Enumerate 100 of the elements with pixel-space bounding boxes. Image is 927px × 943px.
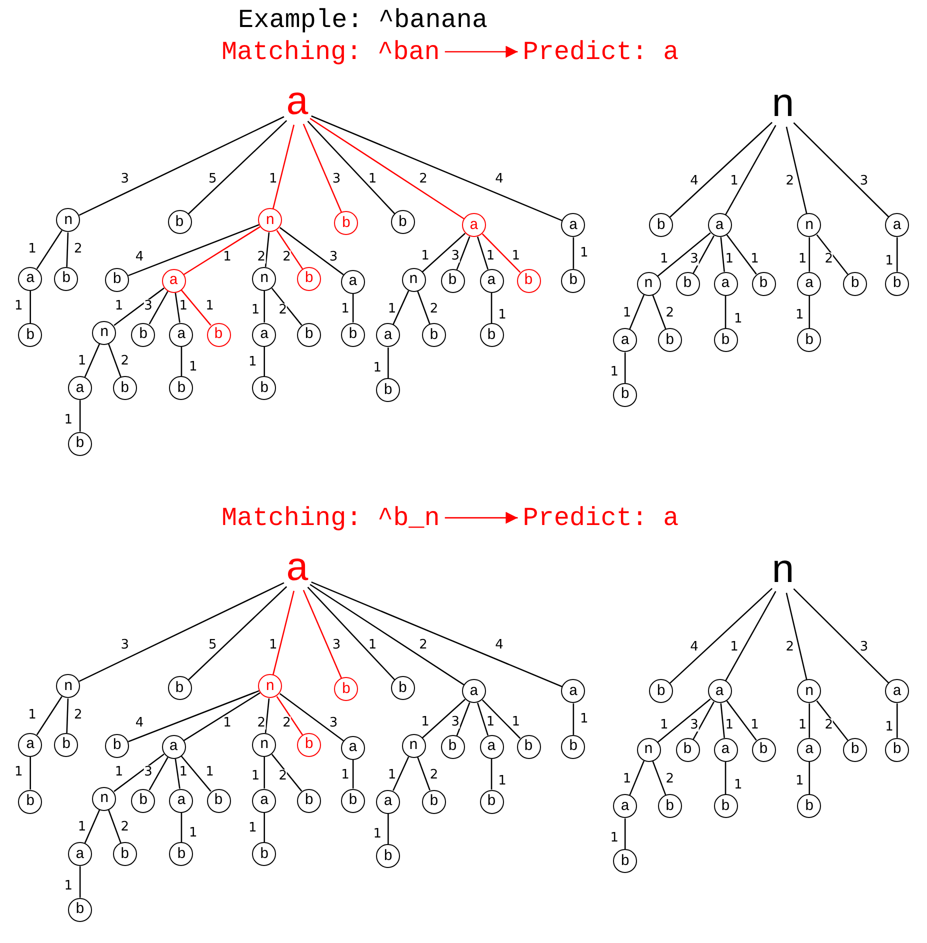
tree-node: a [708,213,732,238]
tree-edge [786,592,808,680]
edge-label: 3 [332,172,341,185]
tree-node: b [168,210,192,234]
tree-node: b [440,734,465,759]
tree-edge [816,234,848,275]
tree-edge [108,344,122,378]
edge-label: 5 [208,172,217,185]
tree-edge [808,762,810,794]
edge-label: 2 [74,242,82,256]
tree-edge [422,698,466,738]
tree-node: b [169,842,194,866]
tree-edge [786,126,808,214]
heading-text: Example: ^banana [238,6,488,33]
edge-label: 1 [734,778,742,792]
tree-node: b [168,676,192,700]
tree-node: b [54,732,78,757]
tree-edge [572,703,574,735]
tree-edge [271,754,302,792]
tree-edge [417,756,430,790]
tree-edge [476,236,489,270]
tree-edge [148,757,168,790]
tree-node: n [56,674,80,698]
tree-node: b [297,732,322,757]
tree-edge [310,118,464,220]
edge-label: 1 [486,249,495,262]
tree-edge [311,581,563,688]
tree-node: a [885,679,910,704]
tree-edge [180,290,212,326]
tree-node: b [68,898,92,922]
edge-label: 1 [373,361,382,374]
tree-node: a [714,272,738,296]
tree-node: n [797,213,822,238]
tree-edge [184,226,260,276]
tree-edge [490,758,492,790]
tree-node: n [92,786,116,811]
tree-node: a [162,268,186,293]
tree-edge [36,230,62,270]
tree-edge [174,292,180,323]
tree-edge [490,292,492,324]
tree-edge [310,584,464,686]
tree-node: a [252,322,276,346]
tree-node: a [885,213,910,238]
tree-node: a [462,679,486,704]
tree-edge [456,702,470,736]
heading-text: Predict: a [522,38,679,65]
root-letter: n [771,553,796,594]
tree-node: b [105,734,130,758]
tree-edge [657,698,711,743]
tree-node: a [613,328,638,352]
tree-edge [816,700,848,741]
tree-edge [793,122,890,218]
edge-label: 1 [223,250,232,263]
tree-edge [724,124,776,216]
tree-edge [808,237,810,272]
tree-edge [279,693,344,742]
tree-edge [272,124,295,209]
root-letter: a [286,85,310,126]
edge-label: 1 [734,312,742,326]
heading-text: Matching: ^ban [221,38,440,65]
tree-node: a [561,213,586,238]
edge-label: 1 [486,715,495,728]
tree-edge [114,288,164,326]
tree-edge [271,288,302,326]
tree-node: b [297,788,322,813]
tree-node: b [105,268,130,292]
tree-node: n [258,208,282,232]
edge-label: 3 [690,718,698,732]
tree-node: a [18,266,42,291]
tree-node: b [422,790,446,814]
tree-node: n [252,266,276,291]
tree-edge [184,692,260,742]
tree-node: b [843,738,868,762]
tree-edge [78,116,284,216]
tree-node: a [714,738,738,762]
tree-edge [279,227,344,276]
tree-edge [692,236,714,274]
tree-edge [808,296,810,328]
tree-edge [311,115,563,222]
tree-node: a [252,788,276,813]
edge-label: 2 [282,716,291,730]
tree-node: n [402,734,426,758]
tree-node: a [162,734,186,759]
tree-edge [388,347,389,378]
edge-label: 1 [610,831,619,844]
tree-node: b [561,268,586,293]
tree-node: b [714,794,738,818]
tree-edge [66,232,69,267]
edge-label: 4 [495,172,504,185]
edge-label: 1 [368,638,377,652]
edge-label: 1 [373,827,382,840]
edge-label: 1 [78,354,86,368]
tree-node: b [516,734,541,759]
tree-node: b [341,322,366,346]
tree-edge [180,756,212,792]
tree-edge [272,590,295,675]
tree-edge [392,756,410,791]
edge-label: 2 [74,708,82,722]
tree-edge [896,703,898,738]
tree-node: b [797,328,822,352]
